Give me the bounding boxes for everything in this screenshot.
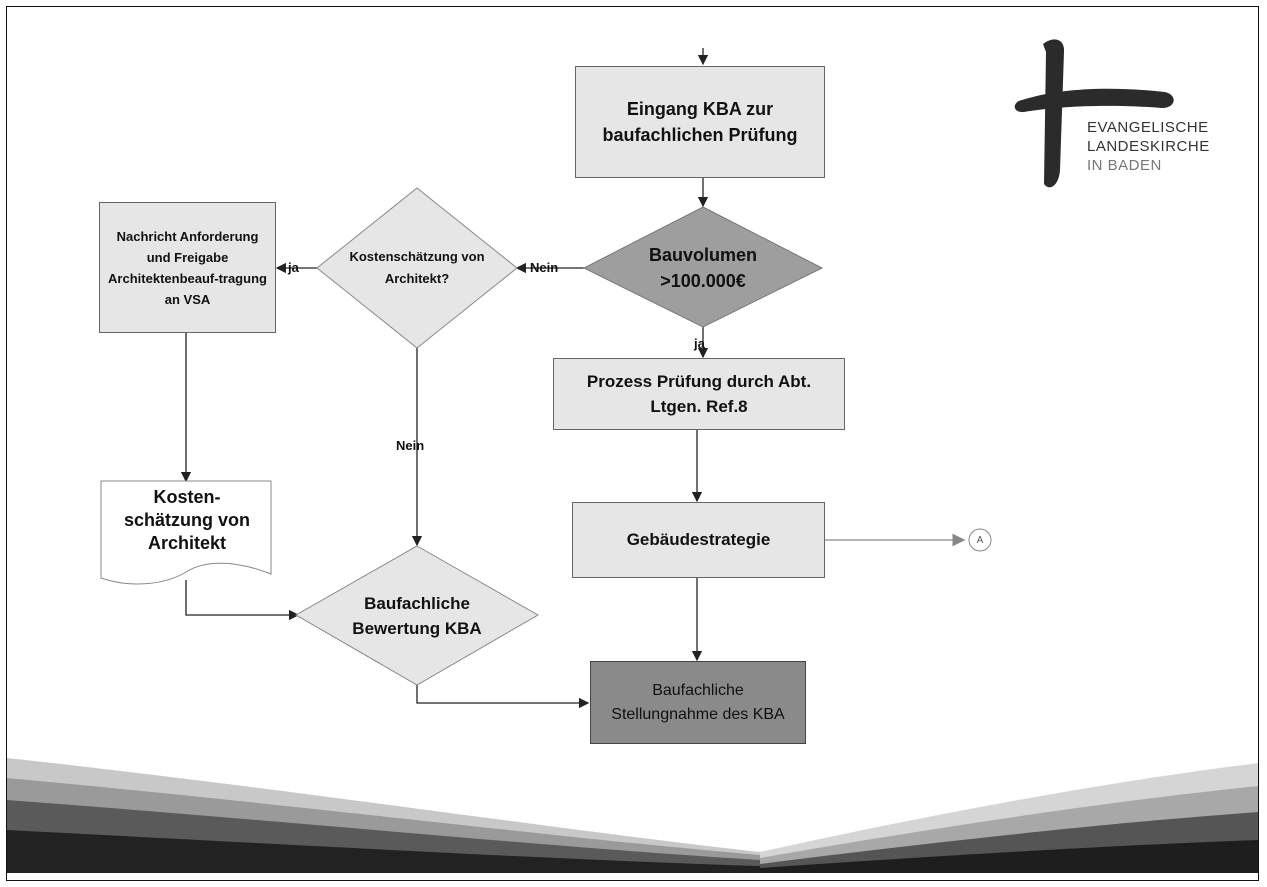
document-shape (100, 480, 272, 585)
edge-label-ja-bauvolumen: ja (694, 336, 705, 351)
node-eingang: Eingang KBA zur baufachlichen Prüfung (575, 66, 825, 178)
connector-label: A (976, 534, 984, 546)
edge-label-nein-kosten: Nein (396, 438, 425, 453)
diamond-bauvolumen (582, 206, 824, 328)
label-kostenschaetzung: Kostenschätzung von Architekt? (349, 249, 485, 286)
swoosh-decoration (7, 758, 1259, 873)
logo-line-2: LANDESKIRCHE (1087, 138, 1210, 155)
edge-label-ja-kosten: ja (288, 260, 299, 275)
edge-bewertung-stellungnahme (416, 685, 590, 709)
label-bauvolumen: Bauvolumen >100.000€ (648, 245, 758, 291)
cross-logo-icon (1014, 39, 1174, 188)
slide-frame (6, 6, 1259, 881)
label-kosten-doc: Kosten-schätzung von Architekt (123, 486, 250, 553)
diamond-kostenschaetzung (316, 187, 518, 349)
diamond-bewertung (294, 545, 540, 686)
node-gebaeude: Gebäudestrategie (572, 502, 825, 578)
node-prozess: Prozess Prüfung durch Abt. Ltgen. Ref.8 (553, 358, 845, 430)
connector-circle (968, 528, 992, 552)
logo-line-3: IN BADEN (1087, 157, 1162, 174)
edge-label-nein-bauvolumen: Nein (530, 260, 559, 275)
node-nachricht: Nachricht Anforderung und Freigabe Archi… (99, 202, 276, 333)
edge-kostendoc-bewertung (185, 580, 300, 621)
logo-text: EVANGELISCHE LANDESKIRCHE IN BADEN (1087, 118, 1210, 175)
logo-line-1: EVANGELISCHE (1087, 119, 1209, 136)
node-stellungnahme: Baufachliche Stellungnahme des KBA (590, 661, 806, 744)
label-bewertung: Baufachliche Bewertung KBA (352, 594, 482, 638)
